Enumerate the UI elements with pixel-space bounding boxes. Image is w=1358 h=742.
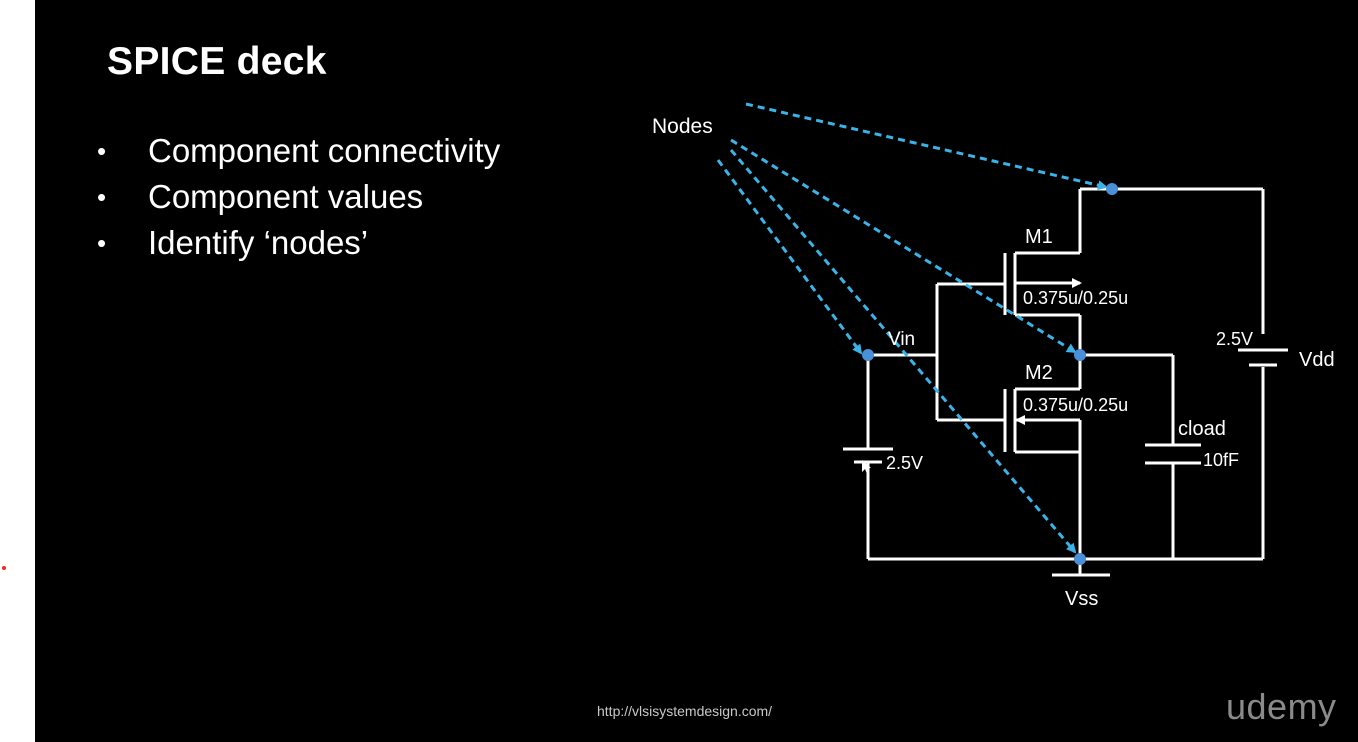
nodes-label: Nodes	[652, 115, 713, 138]
bullet-item: • Component values	[97, 174, 500, 220]
m1-arrow-icon	[1072, 278, 1082, 288]
cload-value: 10fF	[1203, 450, 1239, 470]
bullet-text: Component values	[148, 178, 424, 215]
bullet-dot: •	[97, 228, 107, 258]
red-pointer-dot	[2, 566, 6, 570]
node-out	[1074, 349, 1086, 361]
udemy-logo: udemy	[1226, 686, 1337, 727]
node-vdd	[1106, 183, 1118, 195]
bullet-dot: •	[97, 182, 107, 212]
bullet-text: Component connectivity	[148, 132, 501, 169]
mouse-cursor-icon	[862, 460, 871, 474]
node-markers	[862, 183, 1118, 565]
m1-label: M1	[1025, 226, 1053, 248]
arrow-to-out-node	[730, 138, 1077, 354]
vin-source-value: 2.5V	[886, 453, 923, 473]
m2-size-label: 0.375u/0.25u	[1023, 395, 1128, 415]
m2-arrow-icon	[1015, 415, 1025, 425]
circuit-wires	[843, 187, 1288, 577]
bullet-dot: •	[97, 136, 107, 166]
node-vss	[1074, 553, 1086, 565]
arrow-to-vdd-node	[745, 102, 1108, 191]
cload-label: cload	[1178, 418, 1226, 440]
source-url[interactable]: http://vlsisystemdesign.com/	[597, 703, 773, 719]
cmos-inverter-circuit: Nodes Vin M1 0.375u/0.25u M2 0.375u/0.25…	[652, 102, 1335, 610]
slide-title: SPICE deck	[107, 40, 327, 83]
vdd-label: Vdd	[1299, 349, 1335, 371]
vss-label: Vss	[1065, 588, 1098, 610]
node-vin	[862, 349, 874, 361]
arrow-to-vss-node	[729, 149, 1077, 554]
vin-label: Vin	[888, 329, 915, 350]
bullet-item: • Component connectivity	[97, 128, 500, 174]
m2-label: M2	[1025, 362, 1053, 384]
bullet-text: Identify ‘nodes’	[148, 224, 369, 261]
bullet-item: • Identify ‘nodes’	[97, 220, 500, 266]
node-pointer-arrows	[716, 102, 1108, 554]
slide: SPICE deck • Component connectivity • Comp…	[35, 0, 1358, 742]
bullet-list: • Component connectivity • Component value…	[97, 128, 500, 266]
m1-size-label: 0.375u/0.25u	[1023, 288, 1128, 308]
vdd-value: 2.5V	[1216, 329, 1253, 349]
arrow-to-vin-node	[716, 159, 863, 355]
